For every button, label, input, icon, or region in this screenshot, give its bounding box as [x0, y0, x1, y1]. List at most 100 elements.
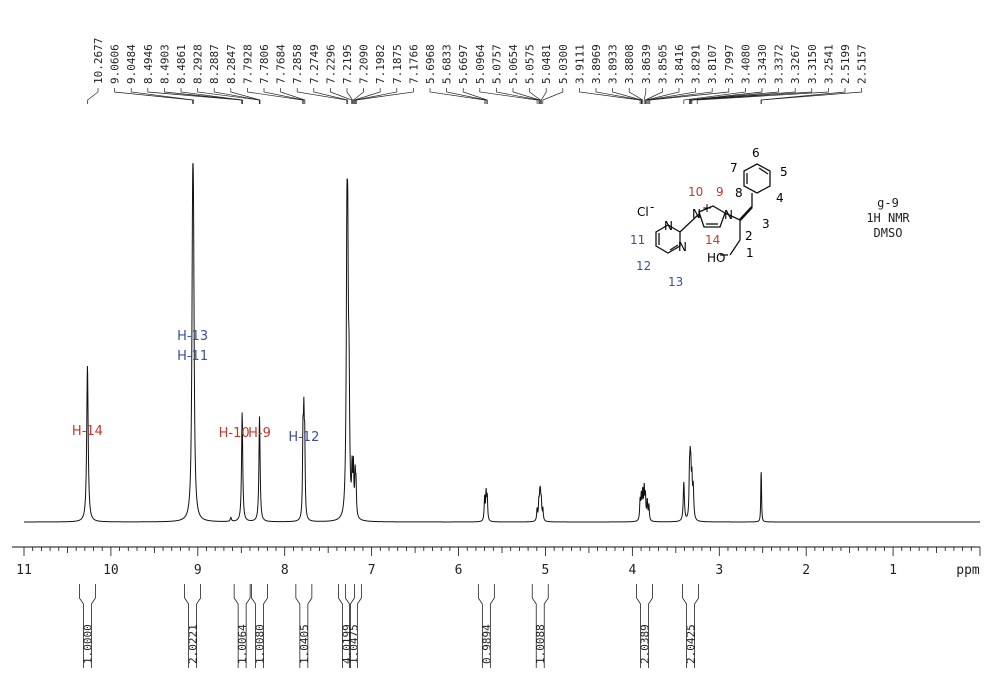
peak-label: 7.2858	[291, 44, 304, 84]
assignment-label: H-10	[219, 426, 250, 441]
assignment-label: H-13	[177, 329, 208, 344]
peak-label: 3.9111	[573, 44, 586, 84]
plus-label: +	[702, 201, 712, 215]
peak-label-connector	[540, 88, 547, 104]
tick-label: 3	[715, 563, 723, 578]
peak-label-connector	[180, 88, 243, 104]
peak-label-connector	[353, 88, 364, 104]
peak-label: 3.8291	[690, 44, 703, 84]
peak-label-connector	[296, 88, 348, 104]
peak-label-connector	[512, 88, 541, 104]
integral-value: 1.0064	[236, 624, 249, 664]
integral-value: 4.0199	[340, 624, 353, 664]
integral-bracket	[79, 584, 96, 668]
position-11-label: 11	[630, 233, 645, 247]
tick-label: 1	[889, 563, 897, 578]
solvent: DMSO	[874, 226, 903, 240]
atom-n-4: N	[724, 208, 733, 222]
imidazolium-ring	[698, 205, 726, 228]
peak-label: 7.1875	[391, 44, 404, 84]
tick-label: 9	[194, 563, 202, 578]
peak-label-connector	[330, 88, 353, 104]
benzene-ring	[743, 163, 771, 194]
position-4-label: 4	[776, 191, 784, 205]
peak-label: 8.4946	[142, 44, 155, 84]
tick-label: 8	[281, 563, 289, 578]
peak-label-connector	[429, 88, 486, 104]
integral-bracket	[338, 584, 355, 668]
peak-label-connector	[690, 88, 796, 104]
integral-value: 2.0221	[187, 624, 200, 664]
peak-label: 8.2928	[192, 44, 205, 84]
position-12-label: 12	[636, 259, 651, 273]
peak-label: 5.0575	[524, 44, 537, 84]
peak-label: 3.7997	[723, 44, 736, 84]
peak-label: 5.0757	[490, 44, 503, 84]
peak-label-connector	[313, 88, 349, 104]
peak-label: 5.6833	[441, 44, 454, 84]
atom-n-1: N	[664, 219, 673, 233]
peak-label: 7.2195	[341, 44, 354, 84]
atom-n-2: N	[678, 240, 687, 254]
integral-bracket	[295, 584, 313, 668]
peak-label: 5.0300	[557, 44, 570, 84]
position-1-label: 1	[746, 246, 754, 260]
peak-label: 8.2847	[225, 44, 238, 84]
peak-label: 3.3372	[773, 44, 786, 84]
peak-label-connector	[691, 88, 813, 104]
peak-label: 7.1982	[374, 44, 387, 84]
assignment-label: H-12	[288, 430, 319, 445]
peak-label-connector	[696, 88, 829, 104]
peak-label-connector	[645, 88, 663, 104]
peak-label-connector	[761, 88, 862, 104]
peak-label-connector	[446, 88, 487, 104]
peak-label-connector	[542, 88, 564, 104]
peak-label: 7.2749	[308, 44, 321, 84]
peak-label: 3.3150	[806, 44, 819, 84]
hydroxyl-label: HO	[707, 251, 725, 265]
peak-label: 7.7806	[258, 44, 271, 84]
peak-label-connector	[579, 88, 641, 104]
peak-label: 8.4903	[158, 44, 171, 84]
peak-label-connector	[645, 88, 680, 104]
x-axis-label: ppm	[956, 563, 980, 578]
peak-label-connector	[496, 88, 540, 104]
position-8-label: 8	[735, 186, 743, 200]
integral-bracket	[531, 584, 549, 668]
peak-label-connector	[760, 88, 846, 104]
position-9-label: 9	[716, 185, 724, 199]
peak-label: 7.2296	[324, 44, 337, 84]
peak-label-connector	[612, 88, 642, 104]
peak-label-connector	[683, 88, 746, 104]
integral-bracket	[682, 584, 699, 668]
tick-label: 11	[16, 563, 32, 578]
molecule-labels: Cl - N N N + N HO 10 9 14 11 12 13 6 7 5…	[630, 146, 788, 289]
peak-label: 7.2090	[358, 44, 371, 84]
peak-label: 5.6968	[424, 44, 437, 84]
peak-label-connector	[147, 88, 243, 104]
peak-label-connector	[164, 88, 243, 104]
peak-label: 9.0484	[125, 44, 138, 84]
integral-bracket	[184, 584, 202, 668]
peak-label-connector	[114, 88, 193, 104]
peak-label-connector	[595, 88, 642, 104]
peak-label: 2.5157	[856, 44, 869, 84]
sample-name: g-9	[877, 196, 899, 210]
peak-label: 5.6697	[457, 44, 470, 84]
tick-label: 10	[103, 563, 119, 578]
integral-value: 1.0405	[298, 624, 311, 664]
assignment-label: H-9	[248, 426, 271, 441]
experiment-type: 1H NMR	[866, 211, 910, 225]
peak-label: 7.1766	[407, 44, 420, 84]
peak-label-connector	[354, 88, 381, 104]
peak-label-connector	[263, 88, 305, 104]
integral-value: 1.0080	[254, 624, 267, 664]
peak-label-connector	[628, 88, 644, 104]
integral-bracket	[233, 584, 251, 668]
peak-label-connector	[648, 88, 713, 104]
peak-label-connector	[197, 88, 260, 104]
peak-label: 3.8505	[656, 44, 669, 84]
